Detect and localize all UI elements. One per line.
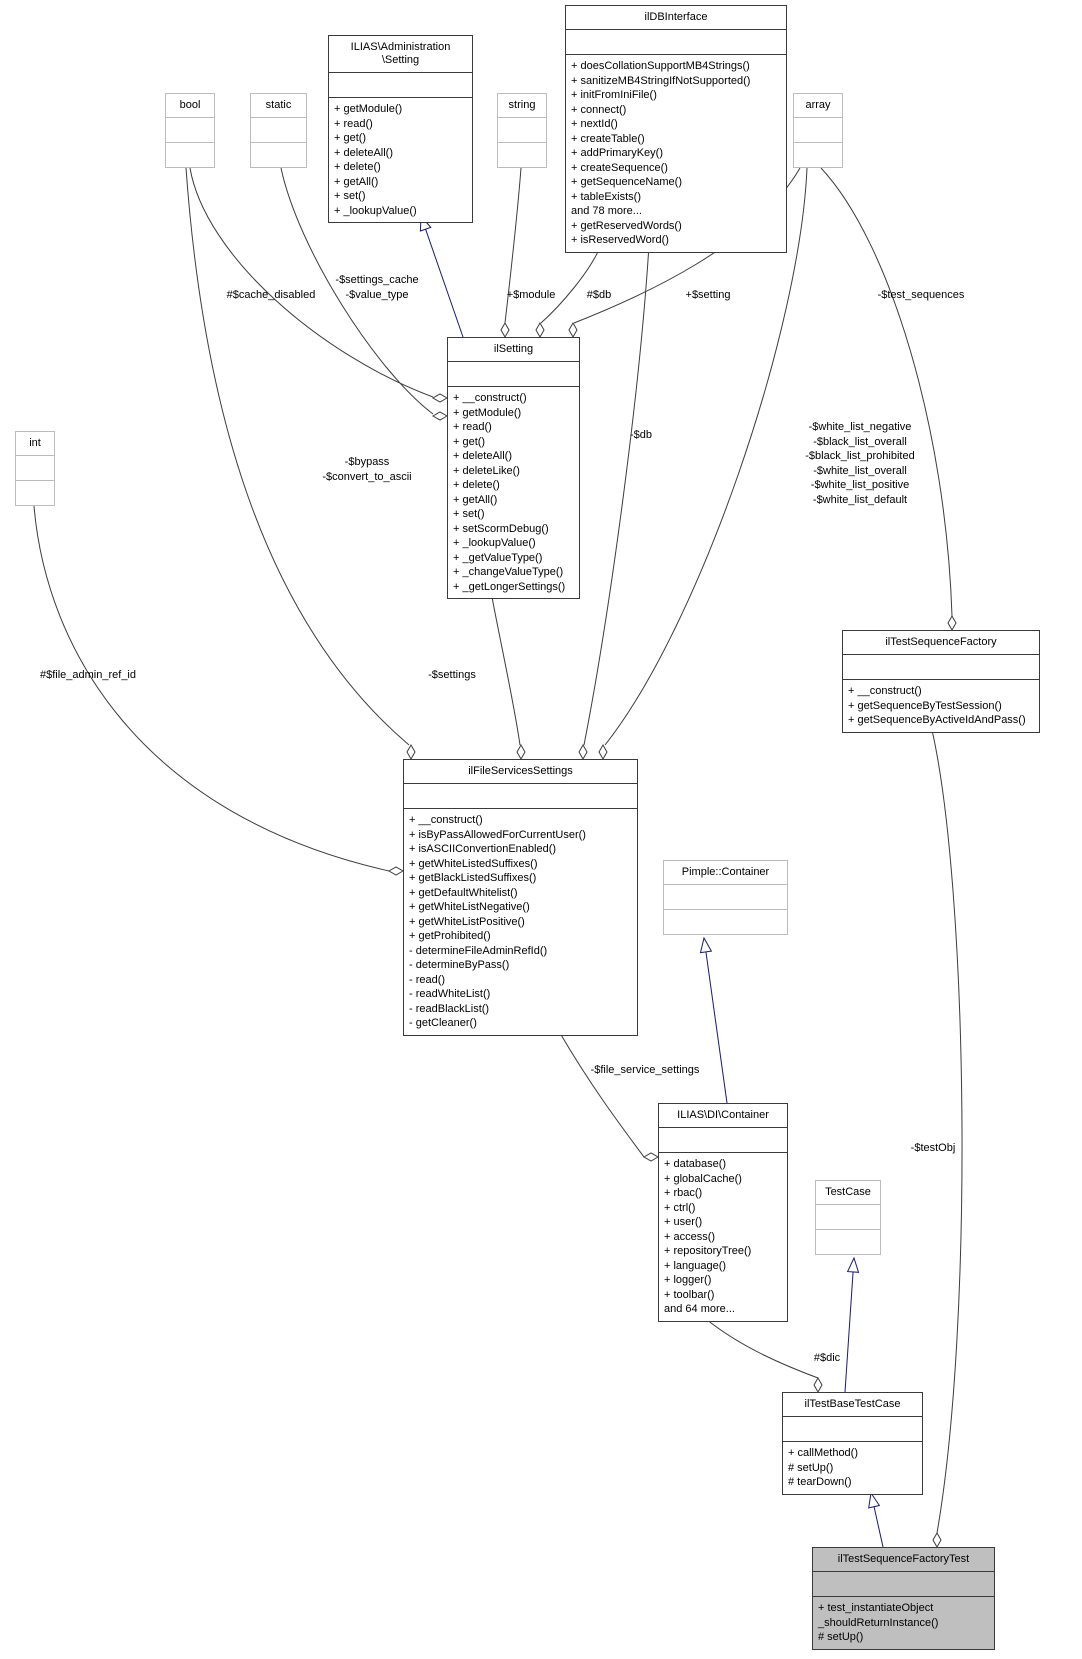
aggregation-edge-bool-to-ilfileservicessettings xyxy=(185,167,410,746)
aggregation-edge-ilfileservicessettings-to-dicontainer xyxy=(559,1032,645,1158)
methods-compartment xyxy=(251,143,306,167)
aggregation-diamond-dicontainer-to-iltestbasetestcase xyxy=(813,1376,823,1394)
attributes-compartment xyxy=(816,1205,880,1230)
class-node-int[interactable]: int xyxy=(15,431,55,506)
aggregation-diamond-int-to-ilfileservicessettings xyxy=(387,866,405,876)
attributes-compartment xyxy=(813,1572,994,1597)
class-node-static[interactable]: static xyxy=(250,93,307,168)
methods-compartment: + database() + globalCache() + rbac() + … xyxy=(664,1158,752,1315)
attributes-compartment xyxy=(794,118,842,143)
class-title: ilDBInterface xyxy=(566,6,786,30)
class-node-ildbinterface[interactable]: ilDBInterface + doesCollationSupportMB4St… xyxy=(565,5,787,253)
aggregation-diamond-bool-to-ilfileservicessettings xyxy=(406,743,416,761)
attributes-compartment xyxy=(16,456,54,481)
class-title: static xyxy=(251,94,306,118)
class-node-testcase[interactable]: TestCase xyxy=(815,1180,881,1255)
attributes-compartment xyxy=(498,118,546,143)
aggregation-edge-ildbinterface-to-ilfileservicessettings xyxy=(583,244,650,746)
aggregation-diamond-bool-to-ilsetting xyxy=(431,393,449,403)
aggregation-diamond-ildbinterface-to-ilsetting xyxy=(535,321,545,339)
inheritance-edge-iltestsequencefactorytest-inherits-iltestbasetestcase xyxy=(873,1506,884,1548)
aggregation-diamond-array-to-ilfileservicessettings xyxy=(598,743,608,761)
inheritance-edge-iltestbasetestcase-inherits-testcase xyxy=(844,1271,854,1393)
class-node-ilsetting[interactable]: ilSetting + __construct() + getModule() +… xyxy=(447,337,580,599)
attributes-compartment xyxy=(404,784,637,809)
class-node-iltestsequencefactorytest[interactable]: ilTestSequenceFactoryTest + test_instanti… xyxy=(812,1547,995,1650)
class-title: Pimple::Container xyxy=(664,861,787,885)
methods-compartment: + callMethod() # setUp() # tearDown() xyxy=(788,1447,859,1488)
methods-compartment xyxy=(16,481,54,505)
class-title: int xyxy=(16,432,54,456)
aggregation-edge-iltestsequencefactory-to-iltestsequencefactorytest xyxy=(931,729,963,1534)
aggregation-diamond-string-to-ilsetting xyxy=(500,321,510,339)
methods-compartment: + __construct() + getModule() + read() +… xyxy=(453,392,566,593)
class-node-pimple-container[interactable]: Pimple::Container xyxy=(663,860,788,935)
inheritance-arrow-iltestbasetestcase-inherits-testcase xyxy=(846,1256,860,1273)
attributes-compartment xyxy=(251,118,306,143)
aggregation-diamond-iltestsequencefactory-to-iltestsequencefactorytest xyxy=(932,1531,942,1549)
methods-compartment xyxy=(794,143,842,167)
class-title: ilTestBaseTestCase xyxy=(783,1393,922,1417)
class-title: ILIAS\DI\Container xyxy=(659,1104,787,1128)
methods-compartment xyxy=(166,143,214,167)
methods-compartment xyxy=(498,143,546,167)
inheritance-arrow-iltestsequencefactorytest-inherits-iltestbasetestcase xyxy=(868,1491,881,1509)
attributes-compartment xyxy=(664,885,787,910)
aggregation-edge-static-to-ilsetting xyxy=(280,167,434,415)
methods-compartment xyxy=(664,910,787,934)
methods-compartment: + getModule() + read() + get() + deleteA… xyxy=(334,103,417,217)
attributes-compartment xyxy=(166,118,214,143)
class-title: string xyxy=(498,94,546,118)
attributes-compartment xyxy=(843,655,1039,680)
aggregation-diamond-array-to-ilsetting xyxy=(568,321,578,339)
class-title: TestCase xyxy=(816,1181,880,1205)
inheritance-edge-dicontainer-inherits-pimple-container xyxy=(705,951,728,1104)
aggregation-edge-array-to-ilfileservicessettings xyxy=(604,167,808,746)
class-node-ilfileservicessettings[interactable]: ilFileServicesSettings + __construct() + … xyxy=(403,759,638,1036)
class-title: ilTestSequenceFactory xyxy=(843,631,1039,655)
inheritance-arrow-dicontainer-inherits-pimple-container xyxy=(699,936,713,954)
aggregation-edge-ilsetting-to-ilfileservicessettings xyxy=(491,596,521,746)
attributes-compartment xyxy=(783,1417,922,1442)
aggregation-edge-bool-to-ilsetting xyxy=(189,167,434,398)
inheritance-edge-ilsetting-inherits-administration-setting xyxy=(425,229,464,338)
aggregation-diamond-static-to-ilsetting xyxy=(431,411,449,421)
aggregation-diamond-array-to-iltestsequencefactory xyxy=(947,614,957,632)
class-title: ILIAS\Administration \Setting xyxy=(329,36,472,73)
class-node-iltestsequencefactory[interactable]: ilTestSequenceFactory + __construct() + g… xyxy=(842,630,1040,733)
aggregation-edge-int-to-ilfileservicessettings xyxy=(33,505,390,872)
aggregation-edge-ildbinterface-to-ilsetting xyxy=(540,244,602,324)
class-node-string[interactable]: string xyxy=(497,93,547,168)
aggregation-edge-string-to-ilsetting xyxy=(504,167,522,324)
attributes-compartment xyxy=(329,73,472,98)
attributes-compartment xyxy=(448,362,579,387)
class-title: ilSetting xyxy=(448,338,579,362)
methods-compartment: + doesCollationSupportMB4Strings() + san… xyxy=(571,60,751,246)
attributes-compartment xyxy=(566,30,786,55)
class-node-ilias-di-container[interactable]: ILIAS\DI\Container + database() + globalC… xyxy=(658,1103,788,1322)
aggregation-edge-dicontainer-to-iltestbasetestcase xyxy=(705,1318,819,1379)
class-title: array xyxy=(794,94,842,118)
methods-compartment: + __construct() + getSequenceByTestSessi… xyxy=(848,685,1026,726)
class-node-iltestbasetestcase[interactable]: ilTestBaseTestCase + callMethod() # setUp… xyxy=(782,1392,923,1495)
aggregation-diamond-ildbinterface-to-ilfileservicessettings xyxy=(578,743,588,761)
class-title: ilFileServicesSettings xyxy=(404,760,637,784)
class-title: bool xyxy=(166,94,214,118)
aggregation-diamond-ilsetting-to-ilfileservicessettings xyxy=(516,743,526,761)
aggregation-edge-array-to-iltestsequencefactory xyxy=(820,167,953,617)
class-title: ilTestSequenceFactoryTest xyxy=(813,1548,994,1572)
aggregation-diamond-ilfileservicessettings-to-dicontainer xyxy=(642,1152,660,1162)
attributes-compartment xyxy=(659,1128,787,1153)
methods-compartment: + __construct() + isByPassAllowedForCurr… xyxy=(409,814,586,1029)
class-node-ilias-administration-setting[interactable]: ILIAS\Administration \Setting + getModule… xyxy=(328,35,473,223)
class-node-bool[interactable]: bool xyxy=(165,93,215,168)
class-node-array[interactable]: array xyxy=(793,93,843,168)
methods-compartment xyxy=(816,1230,880,1254)
methods-compartment: + test_instantiateObject _shouldReturnIn… xyxy=(818,1602,939,1643)
